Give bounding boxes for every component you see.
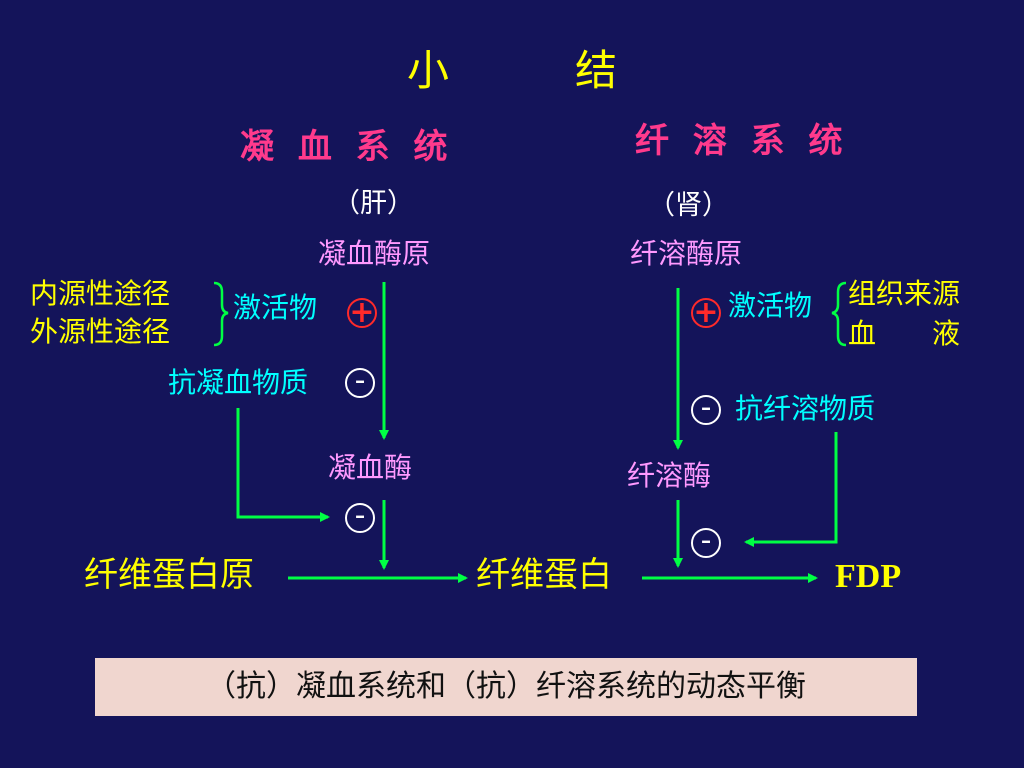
- fibrinolysis-activator-label: 激活物: [728, 289, 813, 322]
- fibrinogen-label: 纤维蛋白原: [84, 555, 254, 595]
- fibrinolysis-system-title: 纤 溶 系 统: [635, 121, 849, 161]
- fibrin-label: 纤维蛋白: [476, 555, 612, 595]
- plasminogen-label: 纤溶酶原: [630, 237, 743, 270]
- footer-summary: （抗）凝血系统和（抗）纤溶系统的动态平衡: [95, 658, 917, 716]
- tissue-source-label: 组织来源: [848, 277, 961, 310]
- antifibrinolytic-arrow: [744, 432, 838, 547]
- coagulation-plus-icon: +: [347, 298, 377, 328]
- page-title: 小 结: [406, 46, 617, 95]
- thrombin-label: 凝血酶: [328, 451, 413, 484]
- plasmin-minus-icon: -: [691, 526, 721, 558]
- blood-source-label: 血 液: [848, 317, 961, 350]
- plasmin-label: 纤溶酶: [627, 459, 712, 492]
- antifibrinolytic-minus-icon: -: [691, 393, 721, 425]
- coagulation-system-title: 凝 血 系 统: [240, 127, 454, 167]
- prothrombin-label: 凝血酶原: [318, 237, 431, 270]
- antifibrinolytic-label: 抗纤溶物质: [735, 392, 876, 425]
- coagulation-activator-label: 激活物: [233, 291, 318, 324]
- left-brace-icon: [213, 281, 229, 347]
- fibrinolysis-plus-icon: +: [691, 298, 721, 328]
- anticoagulant-arrow: [236, 408, 330, 522]
- anticoagulant-minus-icon: -: [345, 366, 375, 398]
- right-brace-icon: [831, 281, 847, 347]
- organ-kidney: （肾）: [648, 190, 729, 221]
- intrinsic-pathway-label: 内源性途径: [30, 277, 171, 310]
- extrinsic-pathway-label: 外源性途径: [30, 315, 171, 348]
- anticoagulant-label: 抗凝血物质: [168, 366, 309, 399]
- fdp-label: FDP: [835, 558, 902, 595]
- thrombin-minus-icon: -: [345, 501, 375, 533]
- organ-liver: （肝）: [333, 188, 414, 219]
